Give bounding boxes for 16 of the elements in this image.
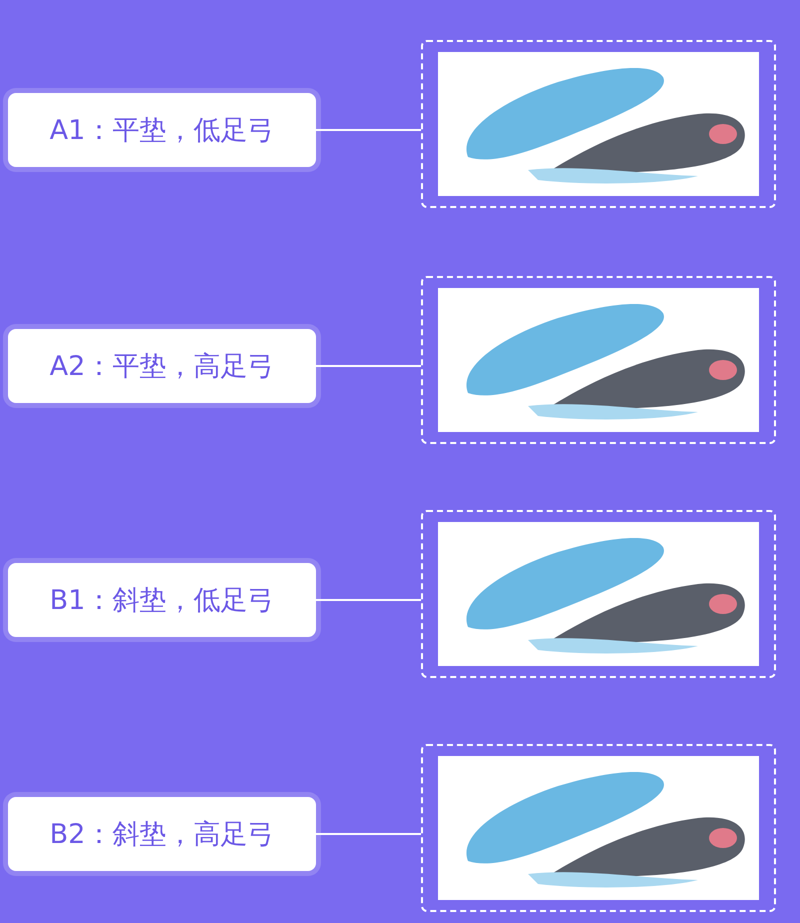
label-text: B1：斜垫，低足弓 — [50, 584, 274, 618]
photo-frame — [421, 40, 776, 208]
leader-line — [316, 129, 421, 131]
label-text: A1：平垫，低足弓 — [50, 114, 274, 148]
leader-line — [316, 365, 421, 367]
leader-line — [316, 599, 421, 601]
leader-line — [316, 833, 421, 835]
label-card — [8, 797, 316, 871]
label-text: A2：平垫，高足弓 — [50, 350, 274, 384]
photo-frame — [421, 510, 776, 678]
label-text: B2：斜垫，高足弓 — [50, 818, 274, 852]
label-card — [8, 563, 316, 637]
photo-frame — [421, 276, 776, 444]
photo-frame — [421, 744, 776, 912]
label-card — [8, 329, 316, 403]
label-card — [8, 93, 316, 167]
